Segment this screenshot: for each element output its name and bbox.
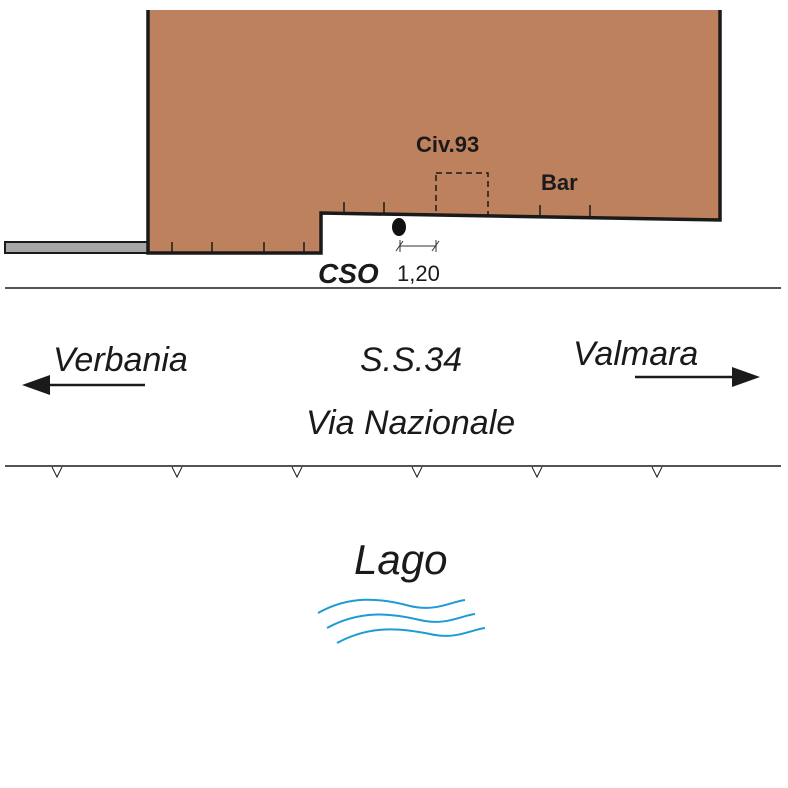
- dimension-line: [395, 240, 440, 252]
- civic-number-label: Civ.93: [416, 132, 479, 157]
- water-waves-icon: [317, 598, 486, 644]
- arrow-right-icon: [635, 367, 760, 387]
- building-outline: [146, 10, 722, 255]
- building: [148, 10, 720, 253]
- shore-markers: [51, 466, 663, 479]
- distance-label: 1,20: [397, 261, 440, 286]
- right-direction-label: Valmara: [573, 335, 698, 373]
- cso-point-marker: [392, 218, 406, 236]
- bar-label: Bar: [541, 170, 578, 195]
- civic-entrance-dashed-box: [435, 172, 489, 216]
- arrow-left-icon: [22, 375, 145, 395]
- road-name-label: Via Nazionale: [306, 404, 515, 442]
- cso-label: CSO: [318, 258, 379, 289]
- left-direction-label: Verbania: [53, 341, 188, 379]
- lake-label: Lago: [354, 536, 447, 583]
- building-ticks: [171, 202, 591, 253]
- road-code-label: S.S.34: [360, 341, 462, 379]
- sidewalk-strip: [4, 241, 149, 254]
